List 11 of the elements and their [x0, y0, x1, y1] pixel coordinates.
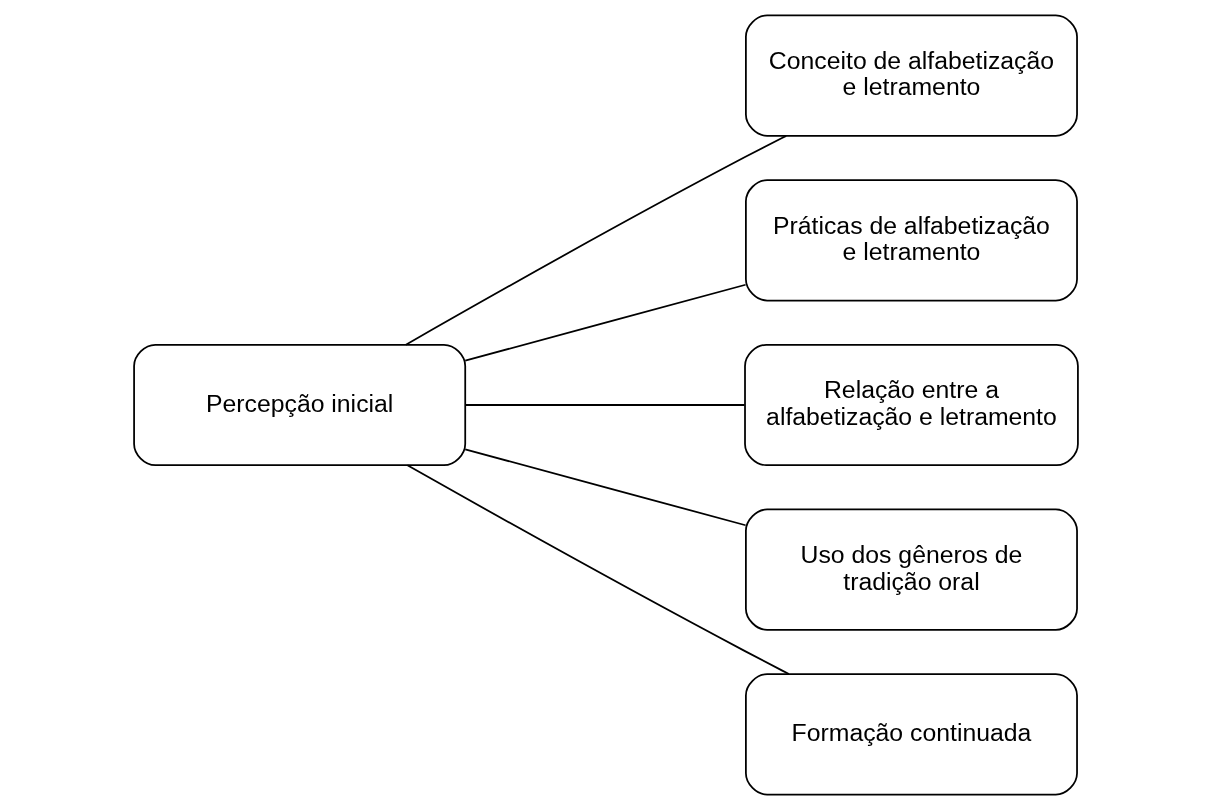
connector	[405, 135, 788, 346]
node-box: Práticas de alfabetização e letramento	[745, 179, 1078, 302]
connector	[464, 283, 747, 362]
node-box: Uso dos gêneros de tradição oral	[745, 508, 1078, 631]
connector	[464, 448, 747, 527]
node-box: Percepção inicial	[133, 343, 467, 467]
connector	[406, 464, 790, 675]
node-box: Relação entre a alfabetização e letramento	[744, 343, 1079, 467]
node-box: Formação continuada	[745, 673, 1078, 796]
connector	[464, 404, 746, 406]
node-box: Conceito de alfabetização e letramento	[745, 14, 1078, 137]
